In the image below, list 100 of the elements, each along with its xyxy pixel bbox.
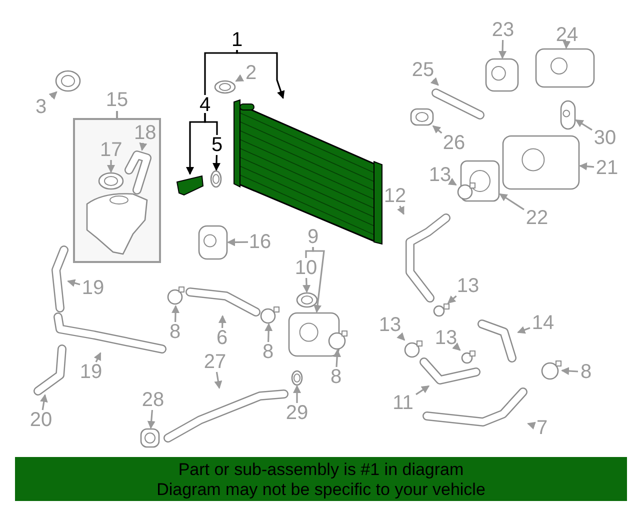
cap-drawing xyxy=(55,70,81,92)
leader-line xyxy=(212,154,220,171)
leader-line xyxy=(293,385,301,403)
callout-number: 25 xyxy=(410,60,436,80)
leader-line xyxy=(396,332,406,341)
callout-number: 29 xyxy=(284,403,310,423)
leader-line xyxy=(562,40,571,49)
callout-number: 26 xyxy=(441,133,467,153)
leader-line xyxy=(139,142,148,151)
clamp-drawing xyxy=(540,360,562,380)
leader-line xyxy=(67,279,80,287)
callout-number: 15 xyxy=(105,90,129,110)
callout-number: 14 xyxy=(530,313,556,333)
callout-number: 28 xyxy=(140,390,166,410)
o-ring-drawing xyxy=(210,170,222,188)
callout-number: 12 xyxy=(382,186,408,206)
sensor-drawing xyxy=(560,100,576,130)
callout-number: 10 xyxy=(294,258,318,278)
leader-line xyxy=(432,125,442,134)
leader-line xyxy=(430,77,439,86)
callout-number: 8 xyxy=(167,322,183,342)
leader-line xyxy=(204,113,218,135)
callout-number: 23 xyxy=(490,20,516,40)
leader-line xyxy=(527,422,536,430)
clamp-drawing xyxy=(403,340,423,358)
callout-number: 7 xyxy=(534,418,550,438)
notice-text: Diagram may not be specific to your vehicle xyxy=(156,480,486,500)
leader-line xyxy=(448,178,457,186)
leader-line xyxy=(40,394,48,410)
leader-line xyxy=(499,193,524,210)
callout-number: 13 xyxy=(427,165,453,185)
o-ring-drawing xyxy=(291,370,303,386)
hose-drawing xyxy=(54,315,166,353)
clamp-drawing xyxy=(167,286,185,306)
gasket-drawing xyxy=(214,80,236,94)
hose-drawing xyxy=(186,288,260,316)
callout-number: 3 xyxy=(30,97,52,117)
callout-number: 21 xyxy=(594,158,620,178)
leader-line xyxy=(107,160,115,173)
clamp-drawing xyxy=(456,182,476,200)
leader-line xyxy=(416,385,430,396)
pipe-drawing xyxy=(478,318,518,362)
callout-number: 20 xyxy=(28,410,54,430)
callout-number: 9 xyxy=(305,227,321,247)
leader-line xyxy=(172,305,180,322)
leader-line xyxy=(218,315,226,328)
callout-number: 4 xyxy=(195,95,215,113)
leader-line xyxy=(264,323,273,342)
leader-line xyxy=(236,50,285,99)
callout-number: 19 xyxy=(80,278,106,298)
gasket-drawing xyxy=(410,108,434,126)
hose-drawing xyxy=(420,358,480,386)
callout-number: 17 xyxy=(100,140,122,160)
leader-line xyxy=(204,50,238,95)
gasket-drawing xyxy=(140,428,160,448)
leader-line xyxy=(214,372,222,389)
leader-line xyxy=(517,326,530,334)
callout-number: 5 xyxy=(208,135,226,155)
callout-number: 19 xyxy=(78,362,104,382)
leader-line xyxy=(575,119,592,131)
callout-number: 8 xyxy=(578,362,594,382)
callout-number: 13 xyxy=(455,276,481,296)
cap-drawing xyxy=(98,172,124,190)
leader-line xyxy=(447,295,457,304)
callout-number: 27 xyxy=(202,352,228,372)
hose-drawing xyxy=(423,388,528,426)
leader-line xyxy=(579,162,594,170)
callout-number: 16 xyxy=(248,232,272,252)
bracket-drawing xyxy=(176,174,204,196)
callout-number: 13 xyxy=(433,328,459,348)
clamp-drawing xyxy=(460,350,476,364)
leader-line xyxy=(302,278,311,293)
callout-number: 2 xyxy=(240,63,262,83)
callout-number: 8 xyxy=(328,367,344,387)
clamp-drawing xyxy=(328,330,348,350)
callout-number: 18 xyxy=(134,123,156,143)
leader-line xyxy=(333,349,342,368)
callout-number: 24 xyxy=(554,25,580,45)
leader-line xyxy=(305,247,314,258)
housing-drawing xyxy=(502,135,580,190)
housing-drawing xyxy=(288,312,340,357)
notice-text: Part or sub-assembly is #1 in diagram xyxy=(177,460,465,480)
leader-line xyxy=(312,247,325,313)
leader-line xyxy=(147,410,156,429)
leader-line xyxy=(235,74,244,82)
callout-number: 30 xyxy=(592,128,618,148)
callout-number: 13 xyxy=(377,315,403,335)
bracket-drawing xyxy=(198,225,228,260)
leader-line xyxy=(561,367,578,375)
thermostat-drawing xyxy=(485,58,519,92)
callout-number: 1 xyxy=(226,30,248,50)
hose-drawing xyxy=(125,150,151,195)
callout-number: 22 xyxy=(524,208,550,228)
hose-drawing xyxy=(52,248,68,310)
leader-line xyxy=(397,206,404,215)
outlet-drawing xyxy=(535,48,595,88)
clamp-drawing xyxy=(258,306,280,324)
leader-line xyxy=(498,40,507,59)
callout-number: 6 xyxy=(214,328,230,348)
leader-line xyxy=(48,91,58,100)
